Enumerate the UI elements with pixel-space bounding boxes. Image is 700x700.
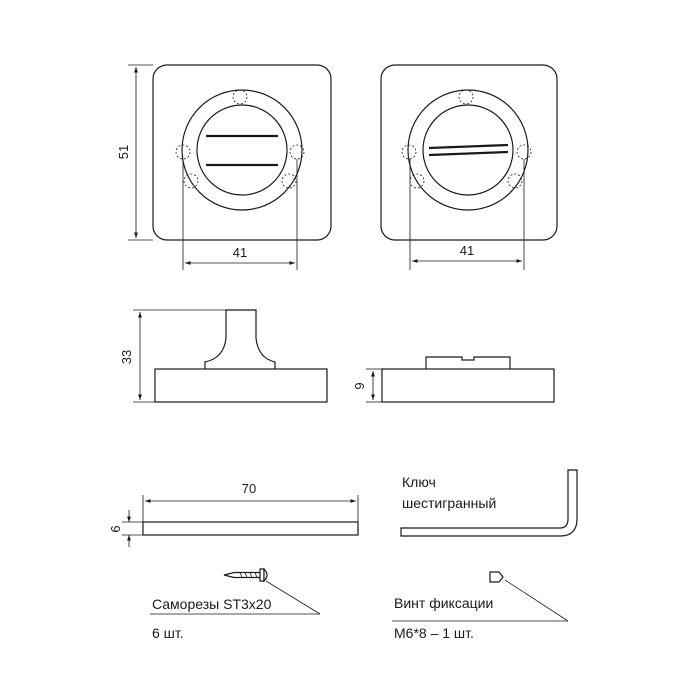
side-view-release: 9 — [352, 356, 555, 403]
fix-screw-qty: М6*8 – 1 шт. — [394, 625, 474, 641]
rosette-ring-outer — [407, 89, 529, 211]
side-plate — [154, 368, 328, 403]
hex-key: Ключ шестигранный — [400, 469, 578, 537]
rosette-square — [152, 64, 332, 241]
fix-screw-icon — [489, 571, 504, 583]
screw-icon — [223, 567, 268, 583]
strip-plate: 70 6 — [108, 481, 359, 547]
screws-qty: 6 шт. — [152, 625, 184, 641]
hex-key-label-line1: Ключ — [402, 474, 436, 490]
dim-height-51: 51 — [116, 145, 131, 159]
front-view-thumbturn: 51 41 — [116, 64, 332, 270]
screw-hole — [281, 173, 297, 189]
rosette-ring-inner — [422, 104, 514, 196]
rosette-ring-inner — [196, 104, 288, 196]
rosette-square — [380, 64, 558, 241]
fix-screw-name: Винт фиксации — [394, 595, 493, 611]
dim-height-33: 33 — [119, 350, 134, 364]
hex-key-label-line2: шестигранный — [402, 495, 496, 511]
screw-hole — [289, 144, 305, 160]
side-view-thumbturn: 33 — [119, 309, 328, 403]
screw-hole — [401, 144, 417, 160]
hex-key-icon — [400, 469, 578, 537]
dim-thickness-9: 9 — [352, 382, 367, 389]
screw-hole — [175, 144, 191, 160]
dim-length-70: 70 — [242, 481, 256, 496]
release-profile — [425, 356, 511, 369]
front-view-release: 41 — [380, 64, 558, 270]
dim-thickness-6: 6 — [108, 525, 123, 532]
side-plate — [381, 368, 555, 403]
fix-screw-group: Винт фиксации М6*8 – 1 шт. — [392, 571, 569, 641]
dim-width-41-left: 41 — [233, 245, 247, 260]
strip-plate-body — [142, 521, 359, 536]
screws-group: Саморезы ST3x20 6 шт. — [150, 567, 321, 641]
knob-profile — [204, 309, 276, 369]
screw-hole — [516, 144, 532, 160]
screw-hole — [232, 89, 248, 105]
dim-width-41-right: 41 — [460, 243, 474, 258]
rosette-ring-outer — [181, 89, 303, 211]
screw-hole — [507, 173, 523, 189]
screw-hole — [458, 89, 474, 105]
screws-name: Саморезы ST3x20 — [152, 596, 272, 612]
screw-hole — [183, 173, 199, 189]
